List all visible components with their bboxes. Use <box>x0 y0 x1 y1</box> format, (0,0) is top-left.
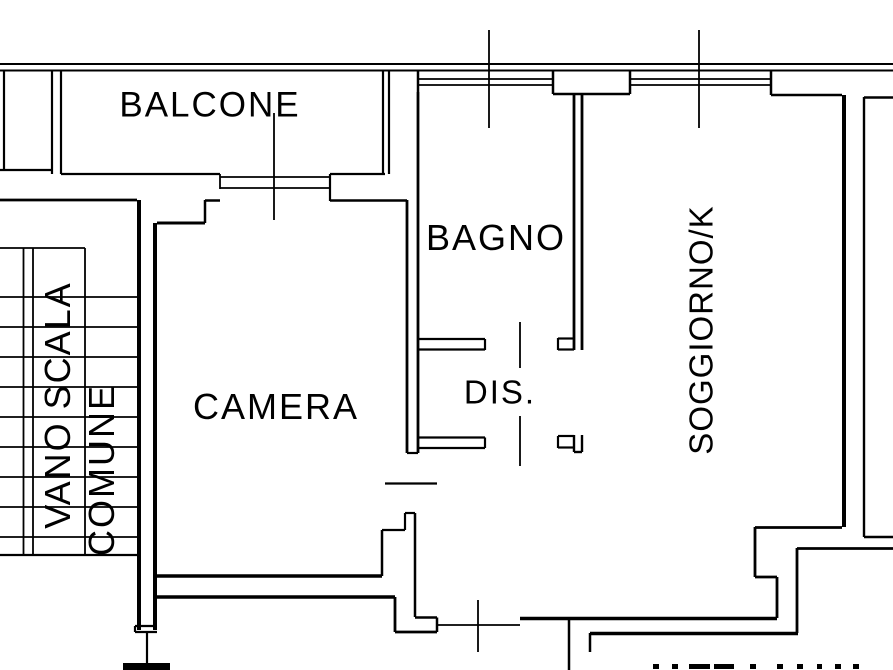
room-label-dis: DIS. <box>463 373 537 411</box>
room-label-balcone: BALCONE <box>119 85 301 125</box>
room-label-bagno: BAGNO <box>425 217 567 258</box>
room-label-comune: COMUNE <box>81 384 122 556</box>
walls <box>0 30 893 670</box>
room-label-vano-scala: VANO SCALA <box>37 281 78 529</box>
room-label-camera: CAMERA <box>192 386 360 427</box>
room-label-soggiorno: SOGGIORNO/K <box>682 205 720 455</box>
truncated-text-marks <box>123 663 859 670</box>
